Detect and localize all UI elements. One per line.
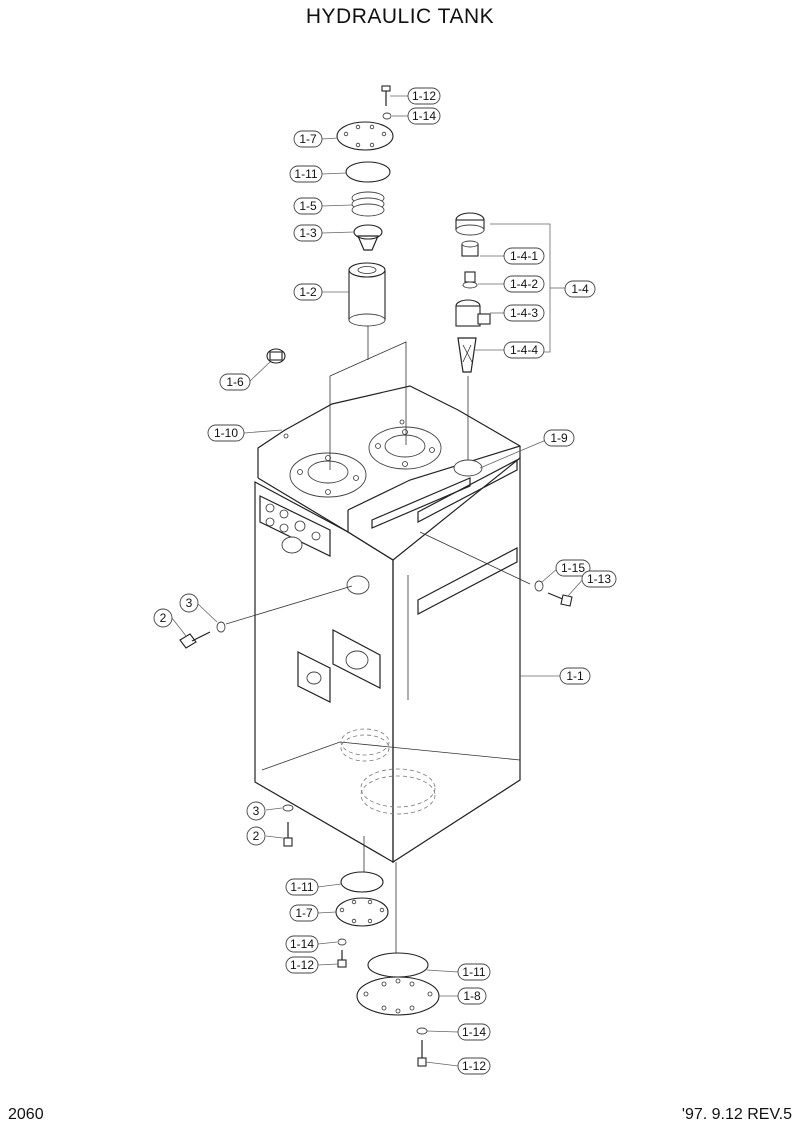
callout-1-8: 1-8 xyxy=(457,987,487,1005)
svg-text:1-11: 1-11 xyxy=(294,167,317,181)
callout-1-2: 1-2 xyxy=(293,283,323,301)
callout-1-4: 1-4 xyxy=(564,280,596,298)
bottom-cover-assembly xyxy=(282,804,440,1067)
callout-1-12-top: 1-12 xyxy=(407,87,441,105)
callout-1-10: 1-10 xyxy=(207,424,245,442)
svg-text:1-9: 1-9 xyxy=(550,431,568,445)
svg-text:1-12: 1-12 xyxy=(412,89,436,103)
svg-text:1-5: 1-5 xyxy=(299,199,317,213)
svg-text:1-8: 1-8 xyxy=(463,989,481,1003)
page-title: HYDRAULIC TANK xyxy=(305,5,495,28)
callout-1-3: 1-3 xyxy=(293,224,323,242)
svg-text:1-2: 1-2 xyxy=(299,285,317,299)
svg-text:1-13: 1-13 xyxy=(587,572,611,586)
callout-1-14-mid: 1-14 xyxy=(285,935,319,953)
svg-text:3: 3 xyxy=(253,804,260,818)
callout-1-14-top: 1-14 xyxy=(407,107,441,125)
callout-1-7-top: 1-7 xyxy=(293,130,323,148)
callout-2-left: 2 xyxy=(153,608,173,628)
revision-date: '97. 9.12 REV.5 xyxy=(681,1106,792,1123)
callout-1-13: 1-13 xyxy=(581,570,617,588)
callout-3-left: 3 xyxy=(179,593,199,613)
svg-text:1-14: 1-14 xyxy=(462,1025,486,1039)
callout-1-1: 1-1 xyxy=(559,667,591,685)
svg-text:2: 2 xyxy=(160,611,167,625)
side-fasteners xyxy=(179,531,573,649)
svg-text:3: 3 xyxy=(186,596,193,610)
svg-text:1-14: 1-14 xyxy=(412,109,436,123)
callout-1-11-mid: 1-11 xyxy=(285,878,319,896)
breather-assembly xyxy=(455,212,565,460)
svg-text:1-10: 1-10 xyxy=(214,426,238,440)
tank-body xyxy=(254,385,521,864)
callout-1-5: 1-5 xyxy=(293,197,323,215)
svg-text:1-4-4: 1-4-4 xyxy=(510,343,538,357)
svg-text:1-1: 1-1 xyxy=(566,669,584,683)
svg-text:1-4: 1-4 xyxy=(571,282,589,296)
top-filter-assembly xyxy=(266,85,407,470)
svg-text:1-14: 1-14 xyxy=(290,937,314,951)
svg-text:1-4-2: 1-4-2 xyxy=(510,277,538,291)
callout-2-bottom: 2 xyxy=(246,826,266,846)
callout-1-15: 1-15 xyxy=(555,559,591,577)
callout-1-4-1: 1-4-1 xyxy=(503,247,545,265)
page-number: 2060 xyxy=(8,1106,44,1123)
callout-1-4-4: 1-4-4 xyxy=(503,341,545,359)
svg-text:1-11: 1-11 xyxy=(290,880,313,894)
callout-1-11-bottom: 1-11 xyxy=(457,963,491,981)
callout-labels: 1-12 1-14 1-7 1-11 1-5 1-3 1-2 1-6 1-10 … xyxy=(153,87,617,1075)
callout-1-12-bottom: 1-12 xyxy=(457,1057,491,1075)
svg-text:1-7: 1-7 xyxy=(295,906,313,920)
svg-text:1-11: 1-11 xyxy=(462,965,485,979)
callout-3-bottom: 3 xyxy=(246,801,266,821)
svg-text:1-12: 1-12 xyxy=(462,1059,486,1073)
svg-text:2: 2 xyxy=(253,829,260,843)
callout-1-11-top: 1-11 xyxy=(289,165,323,183)
callout-1-7-bottom: 1-7 xyxy=(289,904,319,922)
callout-1-12-mid: 1-12 xyxy=(285,956,319,974)
callout-1-6: 1-6 xyxy=(219,373,251,391)
svg-text:1-12: 1-12 xyxy=(290,958,314,972)
svg-text:1-15: 1-15 xyxy=(561,561,585,575)
svg-text:1-6: 1-6 xyxy=(226,375,244,389)
callout-1-9: 1-9 xyxy=(543,429,575,447)
svg-text:1-7: 1-7 xyxy=(299,132,317,146)
callout-1-4-3: 1-4-3 xyxy=(503,304,545,322)
callout-1-14-bottom: 1-14 xyxy=(457,1023,491,1041)
callout-1-4-2: 1-4-2 xyxy=(503,275,545,293)
svg-text:1-4-1: 1-4-1 xyxy=(510,249,538,263)
svg-text:1-3: 1-3 xyxy=(299,226,317,240)
svg-text:1-4-3: 1-4-3 xyxy=(510,306,538,320)
